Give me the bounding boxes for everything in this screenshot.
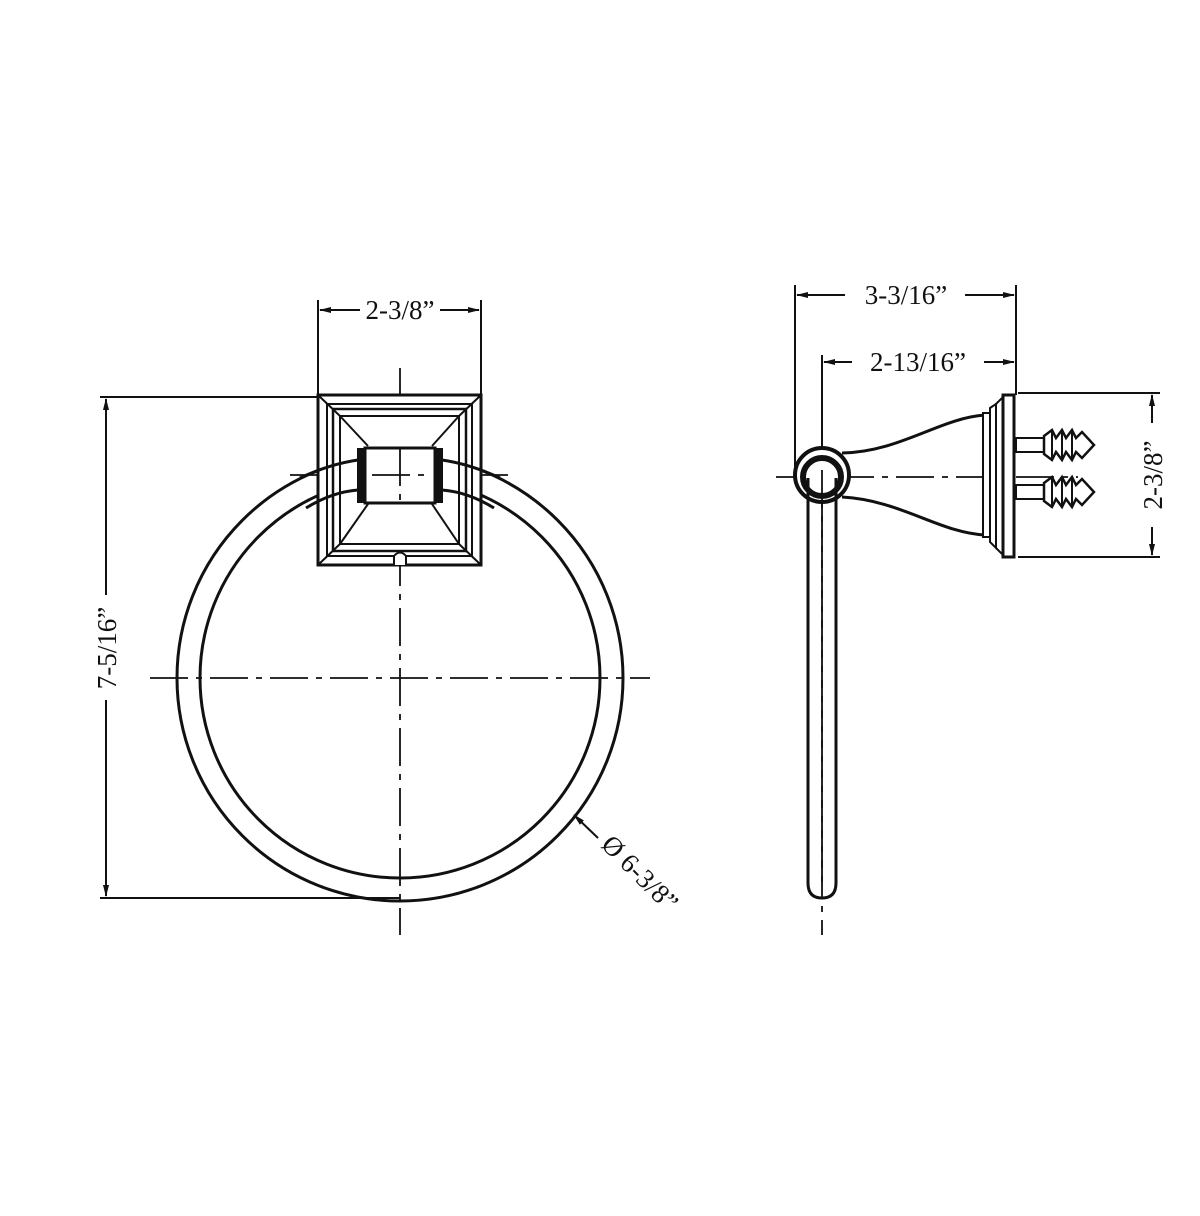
- side-flange: [982, 393, 1016, 559]
- front-view: 2-3/8” 7-5/16” Ø 6-3/8”: [92, 295, 684, 935]
- ring-arm-right-top: [441, 458, 501, 480]
- ring-arm-right-bottom: [441, 488, 495, 510]
- wall-anchors: [1015, 427, 1096, 510]
- plate-width-label: 2-3/8”: [366, 295, 435, 325]
- dimension-post-to-wall: 2-13/16”: [821, 347, 1015, 450]
- overall-height-label: 7-5/16”: [92, 607, 122, 689]
- flange-height-label: 2-3/8”: [1138, 441, 1168, 510]
- dimension-flange-height: 2-3/8”: [1018, 392, 1168, 558]
- ring-arm-left-top: [299, 458, 359, 480]
- dimension-ring-diameter: Ø 6-3/8”: [573, 814, 685, 918]
- side-view: 3-3/16” 2-13/16” 2-3/8”: [776, 280, 1168, 935]
- side-body-top: [841, 413, 986, 455]
- post-to-wall-label: 2-13/16”: [870, 347, 966, 377]
- dimension-plate-width: 2-3/8”: [317, 295, 482, 395]
- ring-diameter-label: Ø 6-3/8”: [596, 829, 685, 918]
- lower-anchor: [1015, 474, 1096, 510]
- side-body-bottom: [841, 495, 986, 537]
- dimension-overall-height: 7-5/16”: [92, 396, 400, 899]
- overall-depth-label: 3-3/16”: [865, 280, 947, 310]
- ring-arm-left-bottom: [305, 488, 359, 510]
- upper-anchor: [1015, 427, 1096, 463]
- ring-hub: [357, 446, 443, 505]
- side-ring-bar: [806, 478, 838, 900]
- dimension-overall-depth: 3-3/16”: [794, 280, 1017, 470]
